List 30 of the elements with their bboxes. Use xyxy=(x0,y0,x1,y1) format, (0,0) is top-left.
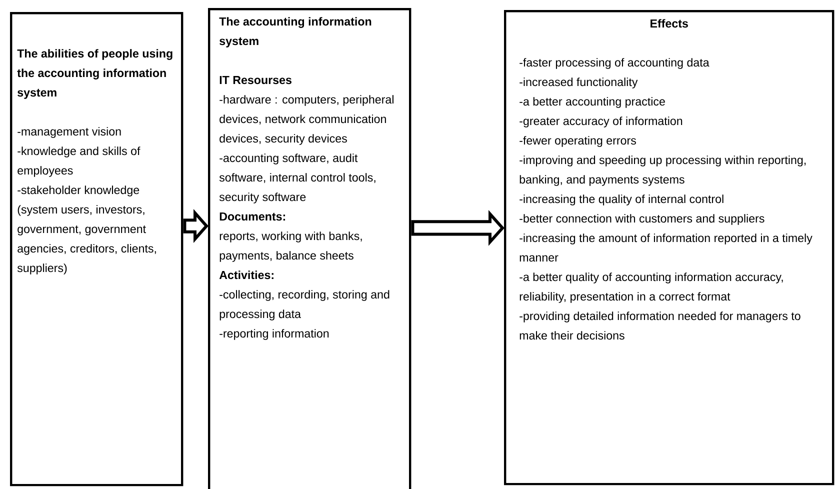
list-item: -a better accounting practice xyxy=(520,97,665,108)
subheading: Activities: xyxy=(219,270,274,280)
list-item: -fewer operating errors xyxy=(520,136,636,147)
list-item: -management vision xyxy=(18,127,121,138)
heading: The accounting information system xyxy=(219,17,372,48)
list-item: -providing detailed information needed for managers to make their decisions xyxy=(520,312,800,340)
text-box xyxy=(10,12,184,486)
list-item: -increasing the quality of internal control xyxy=(520,194,724,206)
heading: The abilities of people using the accounting information system xyxy=(17,49,172,99)
block-arrow xyxy=(411,210,505,246)
list-item: -improving and speeding up processing within reporting, banking, and payments systems xyxy=(520,156,806,186)
list-item: -hardware : computers, peripheral devices, network communication devices, security devices xyxy=(220,95,394,145)
list-item: reports, working with banks, payments, balance sheets xyxy=(220,232,362,262)
list-item: -reporting information xyxy=(220,329,329,340)
block-arrow xyxy=(183,209,209,243)
list-item: -better connection with customers and suppliers xyxy=(520,214,764,225)
list-item: -knowledge and skills of employees xyxy=(18,146,140,177)
text-box xyxy=(208,8,412,489)
list-item: -accounting software, audit software, internal control tools, security software xyxy=(219,154,376,204)
list-item: -a better quality of accounting information accuracy, reliability, presentation in a correct format xyxy=(520,272,783,303)
list-item: -increased functionality xyxy=(520,78,638,88)
list-item: -stakeholder knowledge (system users, investors, government, government agencies, creditors, clients, suppliers) xyxy=(17,186,156,274)
list-item: -faster processing of accounting data xyxy=(520,58,710,69)
list-item: -increasing the amount of information reported in a timely manner xyxy=(520,234,812,262)
list-item: -greater accuracy of information xyxy=(520,116,682,128)
text-box xyxy=(504,10,834,486)
subheading: Documents: xyxy=(220,212,286,221)
list-item: -collecting, recording, storing and processing data xyxy=(220,290,390,320)
subheading: IT Resourses xyxy=(220,76,292,84)
heading: Effects xyxy=(650,19,688,28)
